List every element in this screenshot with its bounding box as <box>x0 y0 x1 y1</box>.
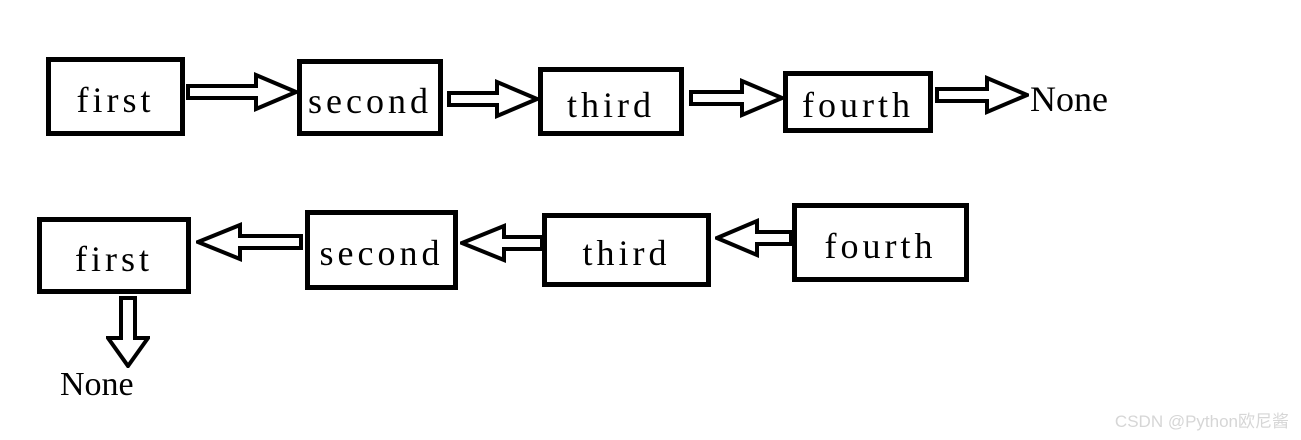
forward-node-fourth: fourth <box>783 71 933 133</box>
arrow-left-icon <box>715 218 793 258</box>
backward-node-second: second <box>305 210 458 290</box>
backward-node-third: third <box>542 213 711 287</box>
backward-terminal-none-label: None <box>60 366 134 403</box>
forward-node-third: third <box>538 67 684 136</box>
backward-node-first-label: first <box>75 238 153 279</box>
forward-node-first: first <box>46 57 185 136</box>
arrow-right-icon <box>689 78 784 118</box>
arrow-right-icon <box>186 72 298 112</box>
forward-node-second-label: second <box>308 80 432 121</box>
arrow-right-icon <box>447 79 539 119</box>
backward-node-first: first <box>37 217 191 294</box>
backward-node-second-label: second <box>319 233 444 273</box>
backward-node-fourth: fourth <box>792 203 969 282</box>
forward-node-fourth-label: fourth <box>802 85 914 125</box>
forward-node-first-label: first <box>76 79 155 120</box>
arrow-right-icon <box>935 75 1029 115</box>
arrow-left-icon <box>460 223 544 263</box>
forward-node-second: second <box>297 59 443 136</box>
arrow-down-icon <box>106 296 150 368</box>
watermark: CSDN @Python欧尼酱 <box>1114 412 1289 431</box>
backward-node-fourth-label: fourth <box>824 225 937 266</box>
arrow-left-icon <box>196 222 303 262</box>
backward-node-third-label: third <box>582 233 671 273</box>
forward-terminal-none-label: None <box>1030 79 1108 119</box>
forward-node-third-label: third <box>567 84 655 125</box>
